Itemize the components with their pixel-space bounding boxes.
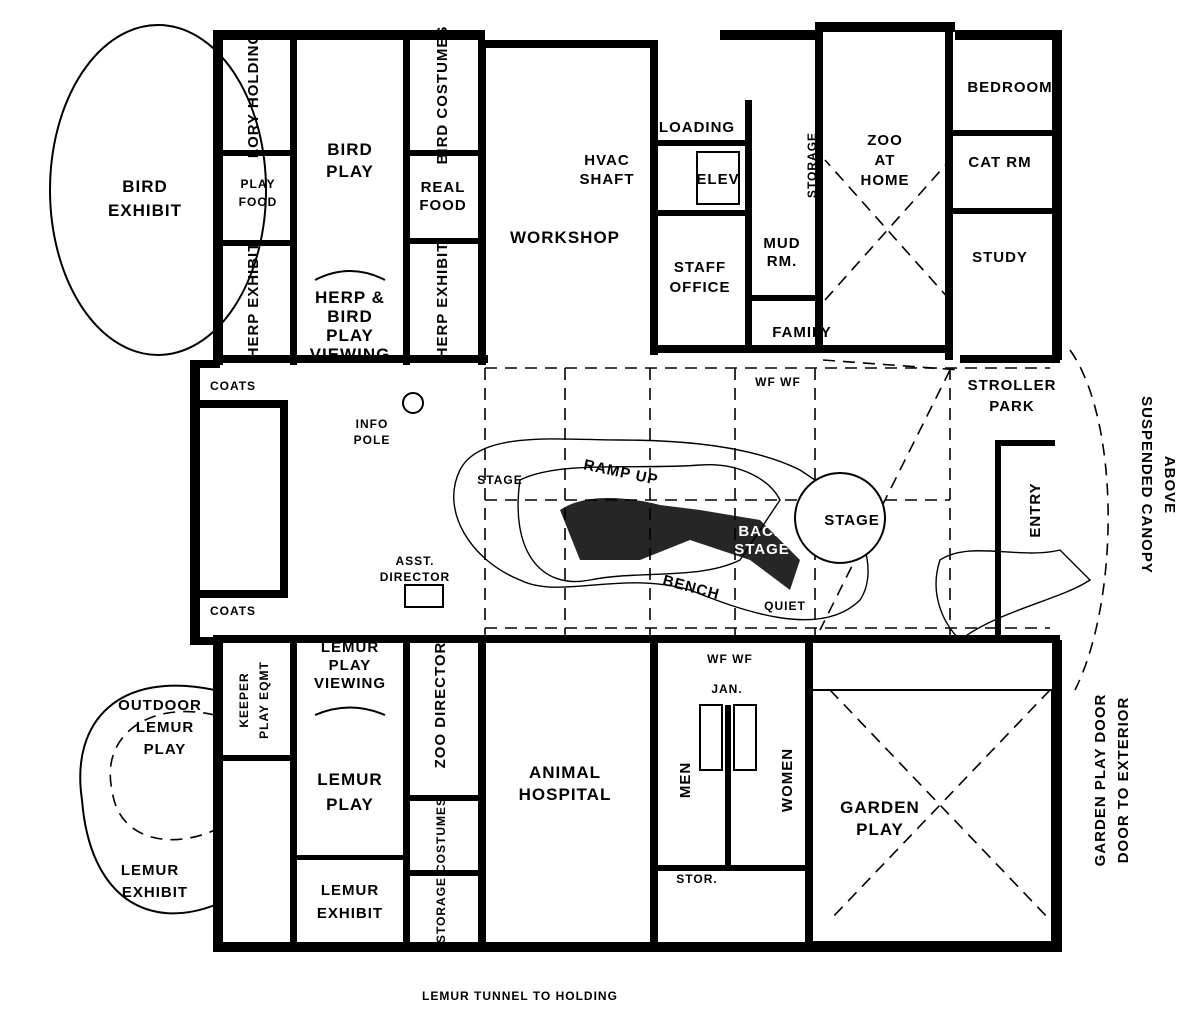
info-pole-icon — [402, 392, 424, 414]
label-zoo-director: ZOO DIRECTOR — [432, 642, 449, 769]
label-family: FAMILY — [772, 324, 832, 341]
label-storage-bottom: STORAGE — [434, 877, 448, 943]
label-animal-hospital: ANIMAL — [529, 763, 601, 782]
label-hvac-shaft: HVAC — [584, 152, 629, 169]
label-jan: JAN. — [711, 682, 742, 696]
label-stroller-park: STROLLER — [968, 377, 1057, 394]
label-bench: BENCH — [661, 572, 722, 604]
label-keeper-play-eqmt: KEEPER — [237, 672, 251, 727]
ramp-area — [314, 270, 1092, 716]
label-stage-left: STAGE — [477, 473, 522, 487]
label-zoo-at-home-3: HOME — [861, 172, 910, 189]
label-suspended-canopy-2: ABOVE — [1161, 456, 1178, 514]
label-back-stage-2: STAGE — [734, 541, 790, 558]
label-lemur-play-viewing: LEMUR — [321, 639, 379, 656]
label-asst-director: ASST. — [395, 554, 434, 568]
label-bird-exhibit-2: EXHIBIT — [108, 201, 182, 220]
label-stor: STOR. — [676, 872, 717, 886]
label-herp-bird-viewing-4: VIEWING — [310, 345, 391, 364]
suspended-canopy-outline — [1069, 349, 1109, 691]
label-loading: LOADING — [659, 119, 735, 136]
label-quiet: QUIET — [764, 599, 806, 613]
label-coats-top: COATS — [210, 379, 256, 393]
label-herp-bird-viewing-3: PLAY — [326, 326, 374, 345]
label-info-pole-2: POLE — [354, 433, 391, 447]
label-garden-play-door: GARDEN PLAY DOOR — [1092, 694, 1109, 867]
bird-exhibit-outline — [49, 24, 267, 356]
label-coats-bottom: COATS — [210, 604, 256, 618]
walls — [190, 22, 1062, 952]
room-labels: BIRD EXHIBIT LORY HOLDING BIRD PLAY BIRD… — [108, 26, 1178, 1003]
label-hvac-shaft-2: SHAFT — [580, 171, 635, 188]
label-cat-rm: CAT RM — [968, 154, 1031, 171]
label-bird-costumes: BIRD COSTUMES — [434, 26, 451, 165]
label-herp-bird-viewing: HERP & — [315, 288, 385, 307]
label-bedroom: BEDROOM — [967, 79, 1052, 96]
label-zoo-at-home: ZOO — [867, 132, 903, 149]
label-staff-office: STAFF — [674, 259, 726, 276]
label-wf-bottom: WF WF — [707, 652, 753, 666]
label-lemur-play: LEMUR — [317, 770, 382, 789]
label-herp-exhibit-left: HERP EXHIBIT — [245, 242, 262, 359]
label-mud-rm-2: RM. — [767, 253, 798, 270]
label-lemur-tunnel: LEMUR TUNNEL TO HOLDING — [422, 989, 618, 1003]
label-lemur-play-viewing-2: PLAY — [329, 657, 372, 674]
label-real-food-2: FOOD — [419, 197, 466, 214]
label-lemur-exhibit: LEMUR — [321, 882, 379, 899]
label-elev: ELEV — [696, 171, 739, 188]
label-men: MEN — [677, 762, 694, 798]
label-real-food: REAL — [421, 179, 466, 196]
label-keeper-play-eqmt-2: PLAY EQMT — [257, 661, 271, 739]
label-play-food-2: FOOD — [239, 195, 278, 209]
label-wf-top: WF WF — [755, 375, 801, 389]
label-outdoor-lemur-play-3: PLAY — [144, 741, 187, 758]
label-mud-rm: MUD — [763, 235, 800, 252]
label-garden-play: GARDEN — [840, 798, 920, 817]
label-play-food: PLAY — [241, 177, 276, 191]
label-bird-exhibit: BIRD — [122, 177, 168, 196]
label-suspended-canopy: SUSPENDED CANOPY — [1138, 396, 1155, 574]
label-garden-play-door-2: DOOR TO EXTERIOR — [1115, 697, 1132, 864]
label-lemur-exhibit-outdoor-2: EXHIBIT — [122, 884, 188, 901]
label-animal-hospital-2: HOSPITAL — [519, 785, 612, 804]
label-herp-bird-viewing-2: BIRD — [327, 307, 373, 326]
label-stroller-park-2: PARK — [989, 398, 1034, 415]
label-garden-play-2: PLAY — [856, 820, 904, 839]
label-herp-exhibit-right: HERP EXHIBIT — [434, 242, 451, 359]
label-outdoor-lemur-play: OUTDOOR — [118, 697, 202, 714]
label-stage-right: STAGE — [824, 512, 880, 529]
asst-director-desk — [404, 584, 444, 608]
label-outdoor-lemur-play-2: LEMUR — [136, 719, 194, 736]
label-lemur-exhibit-outdoor: LEMUR — [121, 862, 179, 879]
label-costumes: COSTUMES — [434, 797, 448, 873]
outdoor-lemur-play-outline — [109, 710, 216, 841]
label-study: STUDY — [972, 249, 1028, 266]
label-workshop: WORKSHOP — [510, 228, 620, 247]
label-bird-play: BIRD — [327, 140, 373, 159]
label-lemur-play-viewing-3: VIEWING — [314, 675, 386, 692]
label-ramp-up: RAMP UP — [582, 456, 660, 488]
label-staff-office-2: OFFICE — [670, 279, 731, 296]
label-back-stage: BACK — [738, 523, 785, 540]
label-lemur-play-2: PLAY — [326, 795, 374, 814]
label-bird-play-2: PLAY — [326, 162, 374, 181]
label-asst-director-2: DIRECTOR — [380, 570, 450, 584]
lemur-exhibit-outline — [79, 684, 216, 915]
label-storage-top: STORAGE — [805, 132, 819, 198]
label-info-pole: INFO — [356, 417, 389, 431]
label-women: WOMEN — [779, 748, 796, 812]
label-entry: ENTRY — [1027, 482, 1044, 537]
label-zoo-at-home-2: AT — [875, 152, 896, 169]
label-lory-holding: LORY HOLDING — [245, 32, 262, 158]
label-lemur-exhibit-2: EXHIBIT — [317, 905, 383, 922]
stage-circle — [794, 472, 886, 564]
